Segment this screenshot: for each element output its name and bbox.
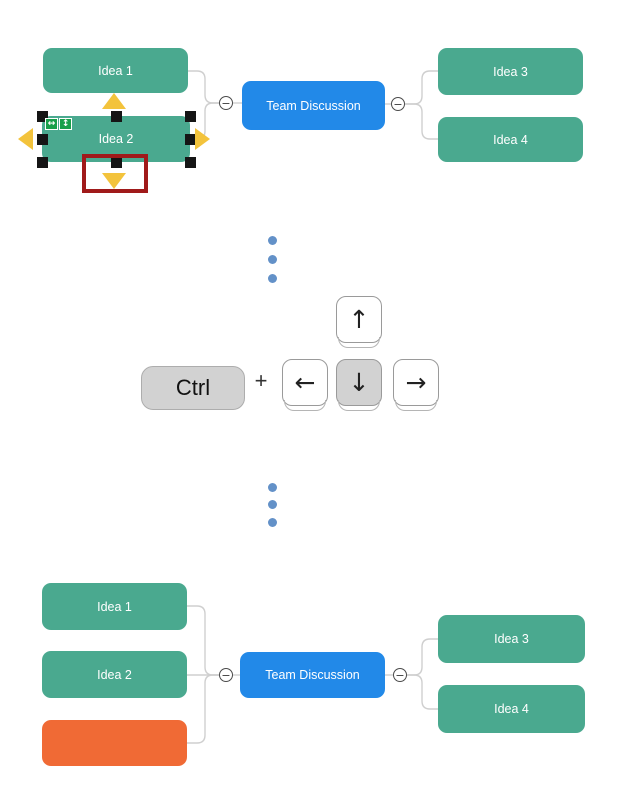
node-idea3-after[interactable]: Idea 3 [438, 615, 585, 663]
key-label: Ctrl [175, 375, 211, 400]
node-idea4-after[interactable]: Idea 4 [438, 685, 585, 733]
resize-handle-mid-right[interactable] [185, 134, 196, 145]
vertical-resize-icon: ↕ [59, 118, 72, 130]
minus-icon: − [393, 97, 403, 111]
node-idea1-before[interactable]: Idea 1 [43, 48, 188, 93]
collapse-toggle-right-before[interactable]: − [391, 97, 405, 111]
node-root-after[interactable]: Team Discussion [240, 652, 385, 698]
resize-handle-top-left[interactable] [37, 111, 48, 122]
arrow-down-icon: ↓ [348, 368, 370, 397]
node-label: Team Discussion [265, 668, 360, 682]
ellipsis-dot [268, 236, 277, 245]
collapse-toggle-left-before[interactable]: − [219, 96, 233, 110]
highlight-rectangle [82, 154, 148, 193]
resize-handle-bottom-right[interactable] [185, 157, 196, 168]
node-label: Team Discussion [266, 98, 361, 113]
nav-arrow-down-icon[interactable] [102, 173, 126, 189]
resize-handle-top-center[interactable] [111, 111, 122, 122]
node-label: Idea 3 [494, 632, 529, 646]
node-label: Idea 2 [97, 667, 132, 682]
nav-arrow-left-icon[interactable] [18, 128, 33, 150]
resize-handle-bottom-center[interactable] [111, 157, 122, 168]
node-idea3-before[interactable]: Idea 3 [438, 48, 583, 95]
key-arrow-left: ← [282, 359, 328, 411]
node-root-before[interactable]: Team Discussion [242, 81, 385, 130]
minus-icon: − [221, 668, 231, 682]
horizontal-resize-icon: ↔ [45, 118, 58, 130]
key-arrow-right: → [393, 359, 439, 411]
ellipsis-dot [268, 500, 277, 509]
minus-icon: − [395, 668, 405, 682]
ellipsis-dot [268, 255, 277, 264]
collapse-toggle-left-after[interactable]: − [219, 668, 233, 682]
node-label: Idea 3 [493, 64, 528, 79]
resize-badge: ↔ ↕ [45, 118, 72, 130]
arrow-left-icon: ← [294, 368, 316, 397]
node-new-sibling-after[interactable] [42, 720, 187, 766]
node-label: Idea 4 [494, 702, 529, 716]
minus-icon: − [221, 96, 231, 110]
resize-handle-bottom-left[interactable] [37, 157, 48, 168]
nav-arrow-right-icon[interactable] [195, 128, 210, 150]
node-label: Idea 1 [98, 63, 133, 78]
resize-handle-top-right[interactable] [185, 111, 196, 122]
arrow-up-icon: ↑ [348, 305, 370, 334]
ellipsis-dot [268, 518, 277, 527]
arrow-right-icon: → [405, 368, 427, 397]
key-ctrl: Ctrl [141, 366, 245, 410]
node-label: Idea 1 [97, 599, 132, 614]
nav-arrow-up-icon[interactable] [102, 93, 126, 109]
key-arrow-up: ↑ [336, 296, 382, 348]
ellipsis-dot [268, 483, 277, 492]
key-arrow-down-pressed: ↓ [336, 359, 382, 411]
node-idea1-after[interactable]: Idea 1 [42, 583, 187, 630]
node-label: Idea 2 [98, 132, 134, 146]
ellipsis-dot [268, 274, 277, 283]
resize-handle-mid-left[interactable] [37, 134, 48, 145]
node-label: Idea 4 [493, 132, 528, 147]
collapse-toggle-right-after[interactable]: − [393, 668, 407, 682]
node-idea4-before[interactable]: Idea 4 [438, 117, 583, 162]
plus-sign: + [254, 368, 268, 393]
node-idea2-after[interactable]: Idea 2 [42, 651, 187, 698]
